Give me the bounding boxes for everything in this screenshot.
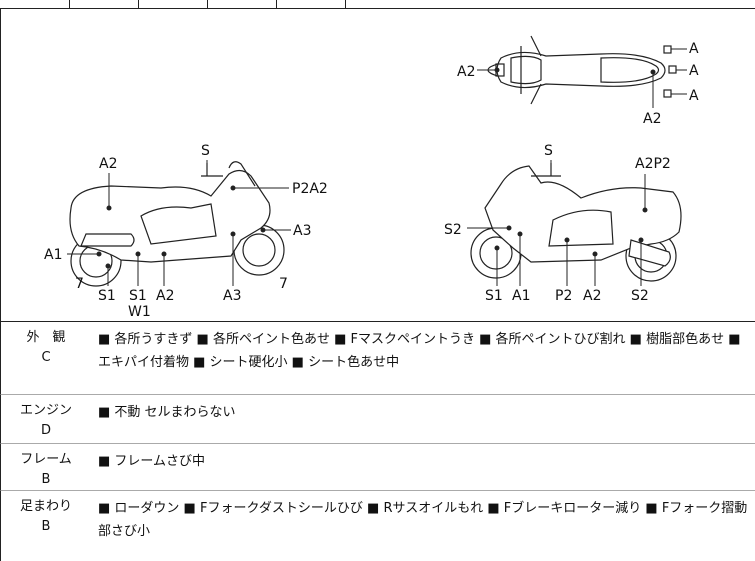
right-view-leaders	[467, 160, 648, 286]
top-view-leaders	[477, 48, 687, 108]
row-category: 外 観 C	[1, 322, 91, 368]
lv-label-s1b: S1	[129, 288, 147, 304]
row-notes: ■ 不動 セルまわらない	[98, 405, 236, 420]
rv-label-a1: A1	[512, 288, 530, 304]
lv-label-w1: W1	[128, 304, 151, 320]
tv-label-a3: A	[689, 88, 699, 104]
rv-label-s1: S1	[485, 288, 503, 304]
lv-label-a3b: A3	[223, 288, 241, 304]
lv-label-a2top: A2	[99, 156, 117, 172]
lv-label-s: S	[201, 143, 210, 159]
tv-label-bottom: A2	[643, 111, 661, 127]
row-notes: ■ 各所うすきず ■ 各所ペイント色あせ ■ Fマスクペイントうき ■ 各所ペイ…	[98, 332, 741, 370]
lv-label-7right: 7	[279, 276, 288, 292]
scooter-illustrations: A2 A A A A2 A2 S P2A2 A	[44, 35, 699, 320]
table-top-strip	[0, 0, 755, 9]
category-grade: B	[41, 472, 51, 487]
rv-label-p2: P2	[555, 288, 572, 304]
rv-label-a2: A2	[583, 288, 601, 304]
strip-cell	[276, 0, 346, 8]
category-label: フレーム	[20, 452, 72, 467]
category-grade: D	[40, 423, 51, 438]
row-category: エンジン D	[1, 395, 91, 441]
rv-label-a2p2: A2P2	[635, 156, 671, 172]
category-label: エンジン	[19, 403, 72, 418]
row-category: フレーム B	[1, 444, 91, 490]
tv-label-a1: A	[689, 41, 699, 57]
row-notes: ■ フレームさび中	[98, 454, 206, 469]
strip-cell	[69, 0, 139, 8]
lv-label-7left: 7	[75, 276, 84, 292]
lv-label-a1: A1	[44, 247, 62, 263]
strip-cell	[0, 0, 70, 8]
row-notes: ■ ローダウン ■ Fフォークダストシールひび ■ Rサスオイルもれ ■ Fブレ…	[98, 501, 748, 539]
lv-label-a2: A2	[156, 288, 174, 304]
category-label: 外 観	[26, 330, 66, 345]
rv-label-s: S	[544, 143, 553, 159]
rv-label-s2b: S2	[631, 288, 649, 304]
rv-label-s2: S2	[444, 222, 462, 238]
table-row: エンジン D ■ 不動 セルまわらない	[0, 395, 755, 444]
table-row: 足まわり B ■ ローダウン ■ Fフォークダストシールひび ■ Rサスオイルも…	[0, 491, 755, 561]
lv-label-a3: A3	[293, 223, 311, 239]
left-view-leaders	[67, 160, 291, 286]
strip-cell	[207, 0, 277, 8]
right-view-scooter	[470, 163, 682, 282]
table-row: 外 観 C ■ 各所うすきず ■ 各所ペイント色あせ ■ Fマスクペイントうき …	[0, 322, 755, 395]
top-view-scooter	[487, 35, 677, 105]
category-grade: B	[41, 519, 51, 534]
table-row: フレーム B ■ フレームさび中	[0, 444, 755, 491]
left-view-scooter	[69, 161, 285, 287]
strip-cell	[138, 0, 208, 8]
lv-label-s1a: S1	[98, 288, 116, 304]
lv-label-p2a2: P2A2	[292, 181, 328, 197]
damage-diagram: A2 A A A A2 A2 S P2A2 A	[0, 8, 755, 322]
category-label: 足まわり	[19, 499, 72, 514]
tv-label-a2: A	[689, 63, 699, 79]
row-category: 足まわり B	[1, 491, 91, 537]
tv-label-left: A2	[457, 64, 475, 80]
category-grade: C	[41, 350, 51, 365]
